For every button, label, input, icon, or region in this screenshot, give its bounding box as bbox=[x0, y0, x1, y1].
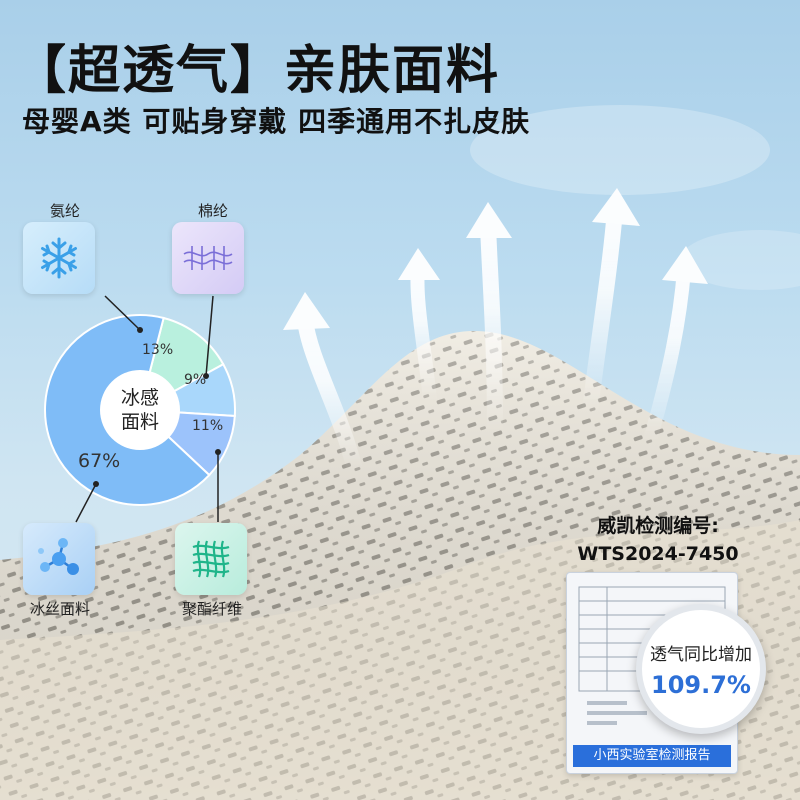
material-label-nylon: 棉纶 bbox=[197, 202, 228, 220]
magnifier-value: 109.7% bbox=[651, 670, 751, 699]
report-code: 威凯检测编号: WTS2024-7450 bbox=[577, 515, 739, 565]
airflow-arrows bbox=[283, 188, 708, 478]
magnifier-label: 透气同比增加 bbox=[650, 644, 752, 665]
material-card-spandex bbox=[23, 222, 95, 294]
fiber-weave-icon bbox=[183, 246, 233, 270]
percent-label-polyester: 11% bbox=[192, 418, 224, 434]
percent-label-nylon: 9% bbox=[184, 372, 207, 388]
page-subtitle: 母婴A类 可贴身穿戴 四季通用不扎皮肤 bbox=[22, 105, 531, 138]
material-label-spandex: 氨纶 bbox=[49, 202, 80, 220]
report-footer: 小西实验室检测报告 bbox=[573, 745, 731, 767]
material-label-ice-silk: 冰丝面料 bbox=[29, 600, 90, 618]
snowflake-icon bbox=[41, 237, 77, 279]
percent-label-ice-silk: 67% bbox=[78, 450, 121, 472]
connector-line bbox=[205, 295, 214, 377]
connector-line bbox=[75, 483, 97, 523]
material-label-polyester: 聚酯纤维 bbox=[181, 600, 242, 618]
center-label: 冰感 面料 bbox=[120, 387, 159, 433]
magnifier-callout: 透气同比增加 109.7% bbox=[636, 604, 766, 734]
connector-line bbox=[104, 295, 141, 331]
material-card-polyester bbox=[175, 523, 247, 595]
percent-label-spandex: 13% bbox=[142, 342, 174, 358]
molecule-icon bbox=[38, 538, 79, 575]
mesh-grid-icon bbox=[192, 540, 230, 578]
material-card-ice-silk bbox=[23, 523, 95, 595]
material-card-nylon bbox=[172, 222, 244, 294]
page-title: 【超透气】亲肤面料 bbox=[14, 41, 501, 101]
pie-center bbox=[100, 370, 180, 450]
